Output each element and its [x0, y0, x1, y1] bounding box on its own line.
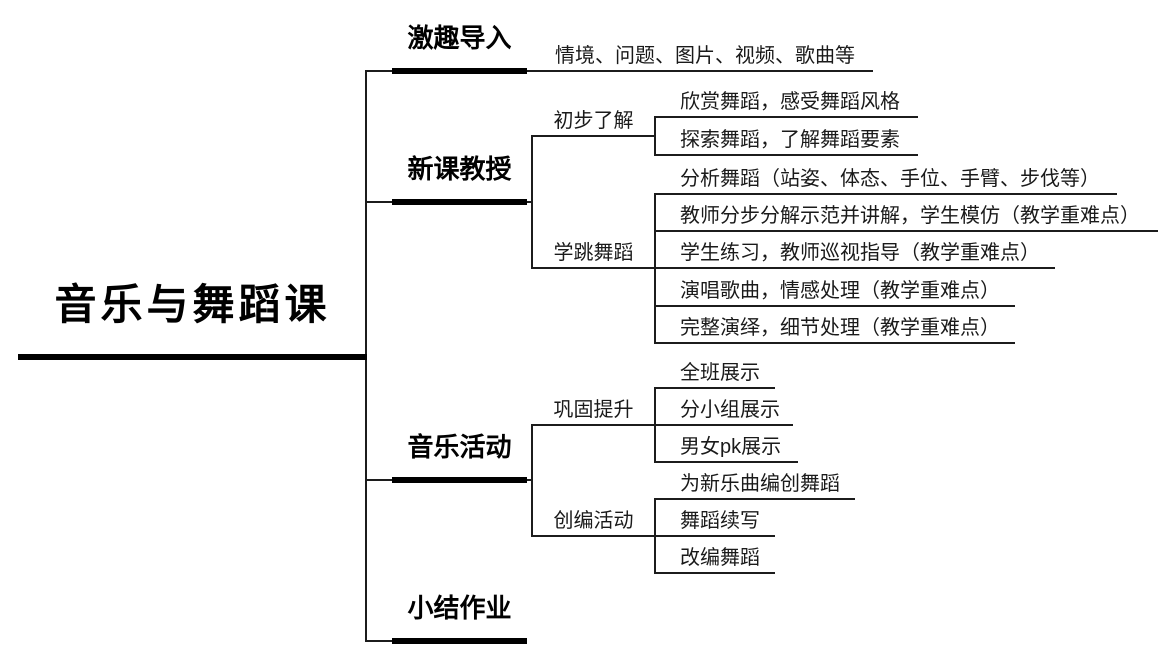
connector-h [532, 135, 655, 137]
subtopic-learn-dance[interactable]: 学跳舞蹈 [553, 242, 634, 264]
root-underline-bar [18, 354, 367, 360]
leaf-create-dance-new-music[interactable]: 为新乐曲编创舞蹈 [680, 473, 840, 495]
connector-h [655, 230, 1158, 232]
subtopic-creative-activity[interactable]: 创编活动 [553, 510, 634, 532]
connector-h [532, 267, 1055, 269]
leaf-lead-in-methods[interactable]: 情境、问题、图片、视频、歌曲等 [555, 45, 855, 67]
connector-v [531, 424, 533, 537]
subtopic-preliminary-understanding[interactable]: 初步了解 [553, 110, 634, 132]
connector-h [365, 70, 873, 72]
branch-underline-bar [392, 638, 527, 644]
connector-h [655, 387, 775, 389]
branch-underline-bar [392, 477, 527, 483]
connector-v [531, 135, 533, 269]
connector-h [532, 535, 775, 537]
leaf-whole-class-show[interactable]: 全班展示 [680, 362, 760, 384]
branch-underline-bar [392, 68, 527, 74]
connector-h [655, 305, 1015, 307]
connector-h [655, 498, 855, 500]
branch-underline-bar [392, 199, 527, 205]
connector-h [655, 572, 775, 574]
leaf-group-show[interactable]: 分小组展示 [680, 399, 780, 421]
leaf-sing-song[interactable]: 演唱歌曲，情感处理（教学重难点） [680, 280, 1000, 302]
subtopic-consolidate-improve[interactable]: 巩固提升 [553, 399, 634, 421]
branch-topic-new-lesson[interactable]: 新课教授 [407, 154, 512, 184]
root-topic[interactable]: 音乐与舞蹈课 [54, 281, 331, 328]
connector-v [654, 498, 656, 574]
leaf-explore-dance[interactable]: 探索舞蹈，了解舞蹈要素 [680, 129, 900, 151]
leaf-continue-dance[interactable]: 舞蹈续写 [680, 510, 760, 532]
branch-topic-music-activity[interactable]: 音乐活动 [407, 432, 512, 462]
connector-v [654, 116, 656, 156]
connector-h [655, 461, 798, 463]
connector-h [655, 193, 1117, 195]
branch-topic-lead-in[interactable]: 激趣导入 [407, 23, 512, 53]
leaf-boys-girls-pk-show[interactable]: 男女pk展示 [680, 436, 782, 458]
connector-v [654, 193, 656, 344]
connector-h [532, 424, 793, 426]
branch-topic-summary-homework[interactable]: 小结作业 [407, 593, 512, 623]
connector-h [655, 154, 918, 156]
leaf-adapt-dance[interactable]: 改编舞蹈 [680, 547, 760, 569]
connector-h [655, 116, 918, 118]
leaf-teacher-demonstrate[interactable]: 教师分步分解示范并讲解，学生模仿（教学重难点） [680, 205, 1140, 227]
leaf-appreciate-dance[interactable]: 欣赏舞蹈，感受舞蹈风格 [680, 91, 900, 113]
leaf-complete-performance[interactable]: 完整演绎，细节处理（教学重难点） [680, 317, 1000, 339]
leaf-analyze-dance[interactable]: 分析舞蹈（站姿、体态、手位、手臂、步伐等） [680, 168, 1100, 190]
connector-h [655, 342, 1015, 344]
connector-v [654, 387, 656, 463]
leaf-student-practice[interactable]: 学生练习，教师巡视指导（教学重难点） [680, 242, 1040, 264]
